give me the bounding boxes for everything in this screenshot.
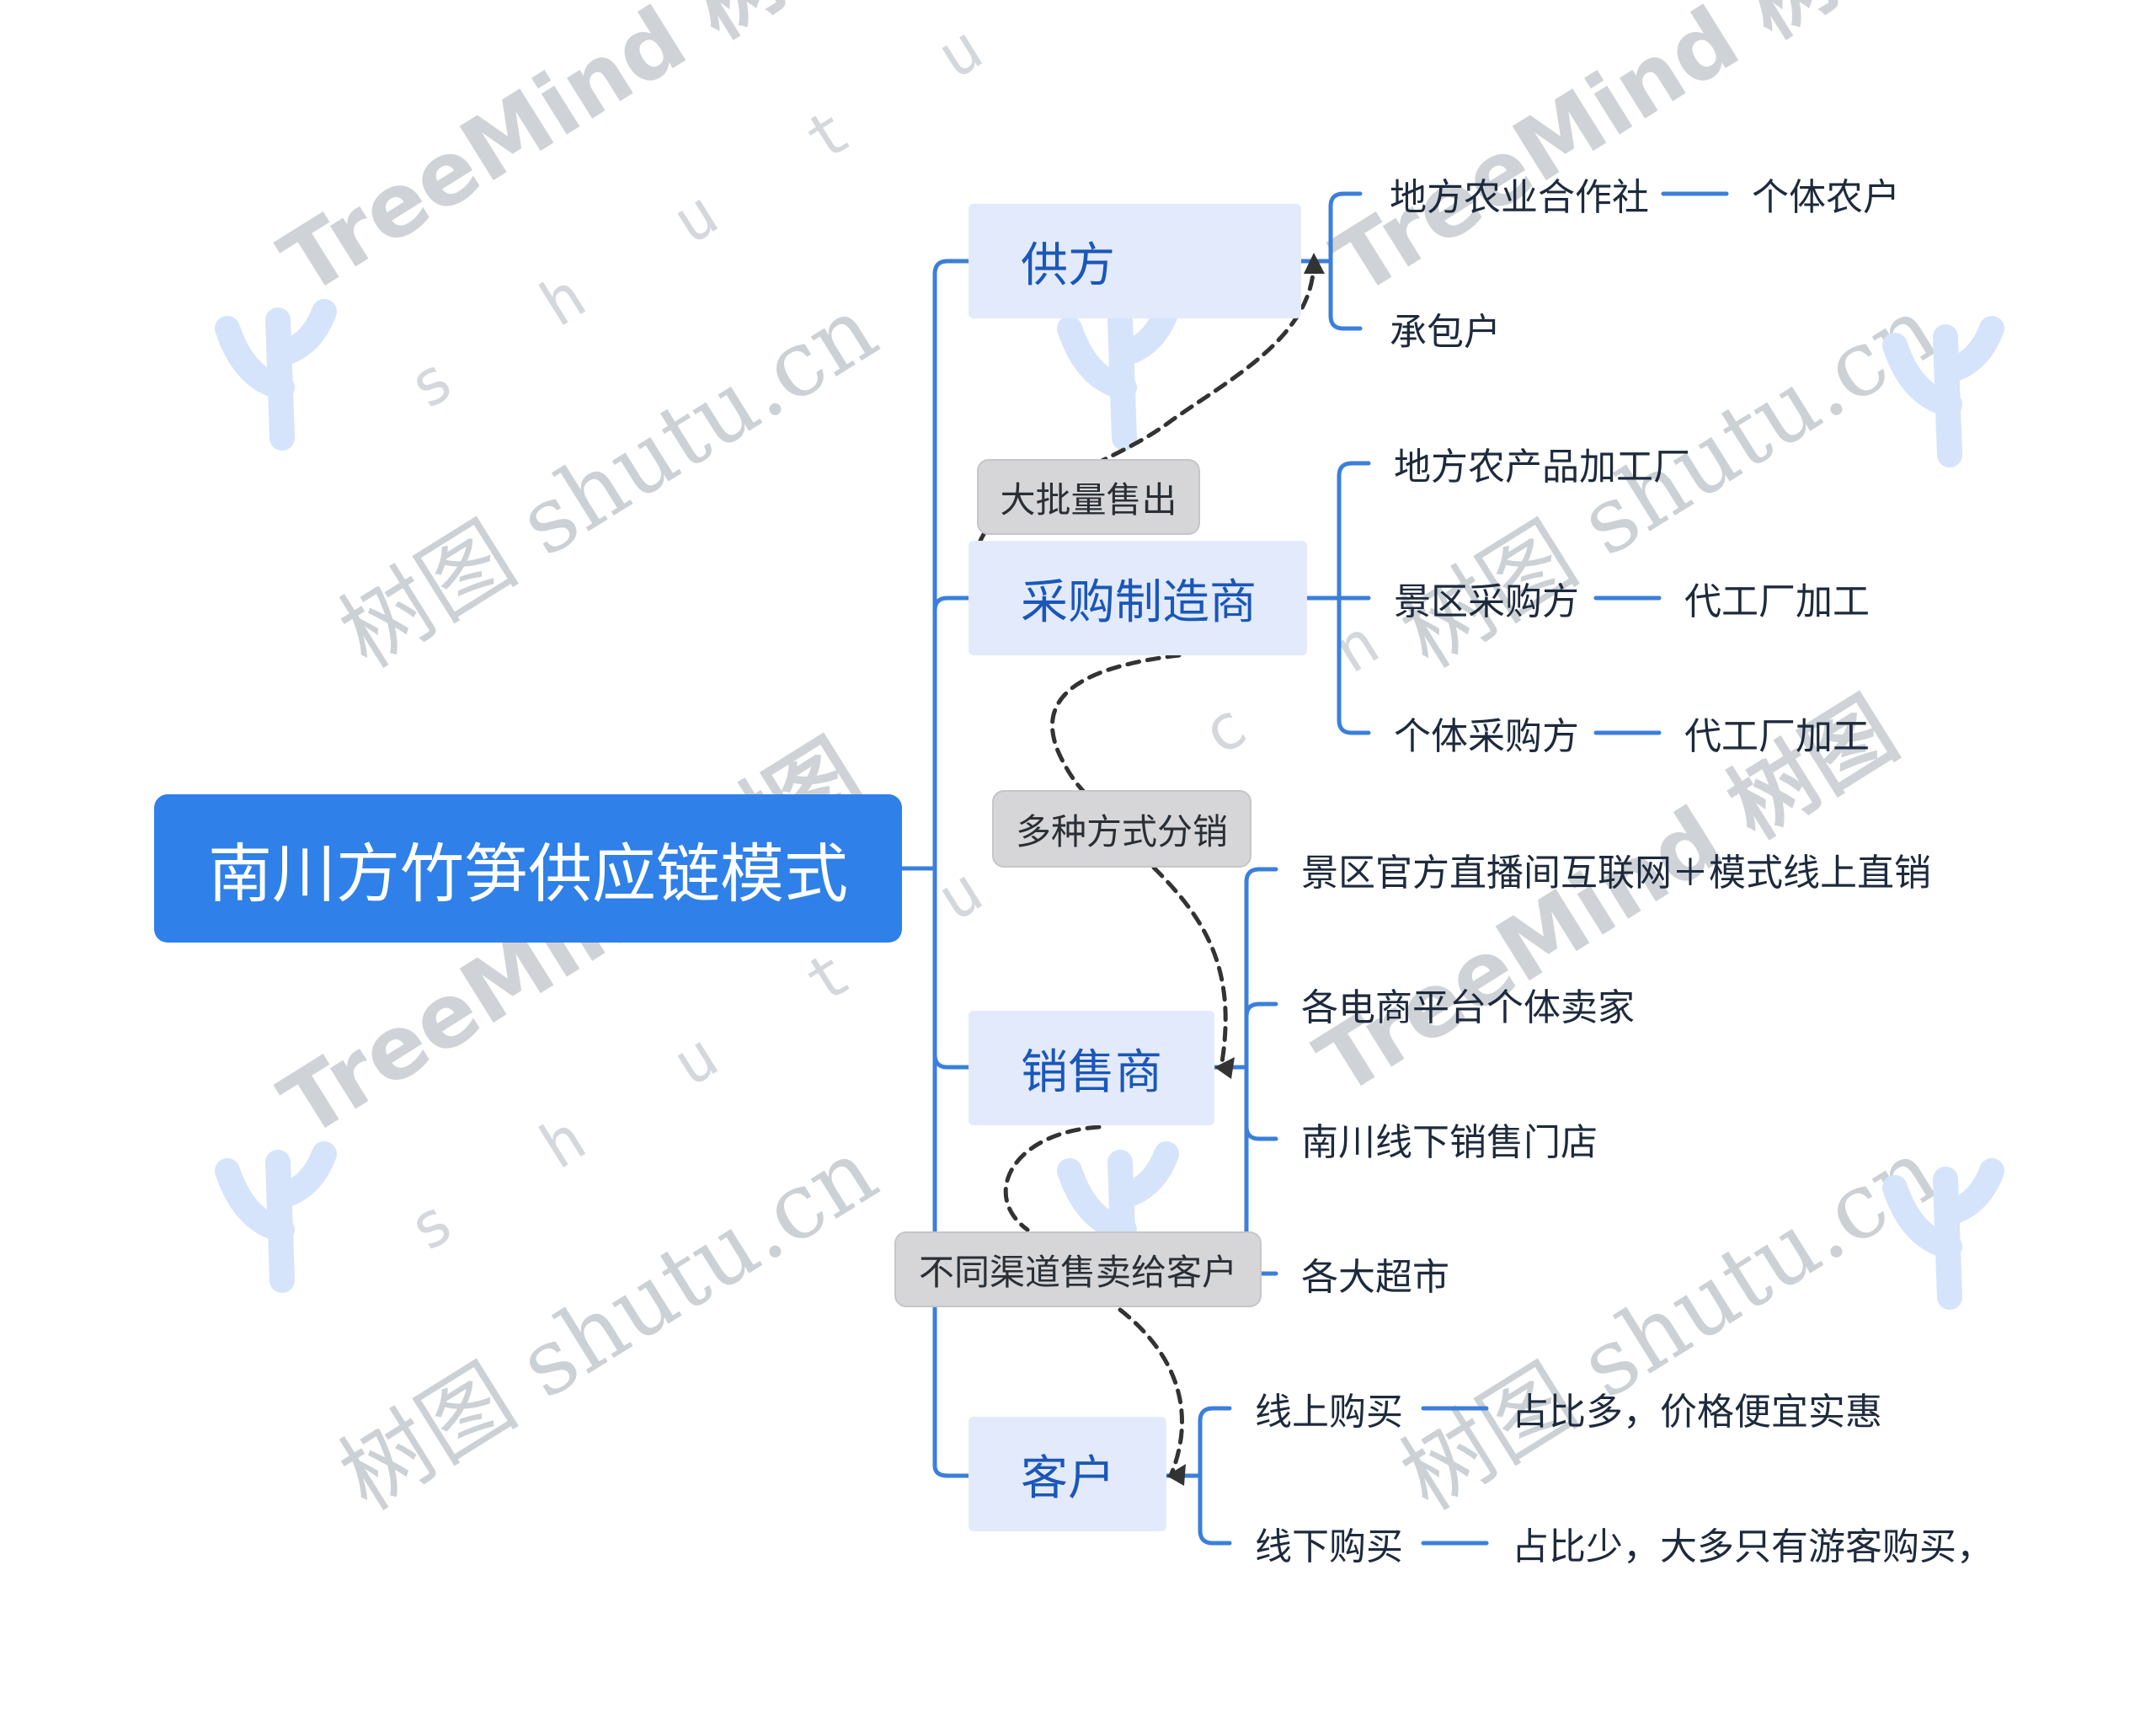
branch-label: 客户 [1021, 1450, 1115, 1506]
relation-arrowheads [1166, 253, 1325, 1486]
leaf-label: 线上购买 [1255, 1391, 1403, 1434]
connector-to-supplier [932, 259, 971, 1478]
branch-supplier[interactable]: 供方 [969, 204, 1301, 318]
leaf-detail-label: 占比多，价格便宜实惠 [1512, 1391, 1882, 1434]
arrowhead-icon [1304, 253, 1325, 274]
leaf-detail-label: 代工厂加工 [1684, 580, 1870, 623]
branch-customer[interactable]: 客户 [969, 1417, 1166, 1531]
leaf-label: 地方农业合作社 [1390, 176, 1649, 219]
relation-arrow-2 [1049, 653, 1228, 1070]
relation-arrow-3 [1003, 1124, 1184, 1478]
root-topic-label: 南川方竹笋供应链模式 [208, 836, 848, 911]
leaf-detail[interactable]: 代工厂加工 [1684, 703, 1870, 762]
root-topic[interactable]: 南川方竹笋供应链模式 [154, 794, 902, 943]
leaf-label: 景区官方直播间互联网＋模式线上直销 [1301, 852, 1931, 895]
branch-label: 销售商 [1021, 1044, 1162, 1100]
leaf-detail[interactable]: 代工厂加工 [1684, 569, 1870, 628]
relation-label-text: 不同渠道售卖给客户 [918, 1251, 1237, 1293]
leaf-detail-label: 个体农户 [1752, 176, 1900, 219]
relation-label[interactable]: 不同渠道售卖给客户 [894, 1231, 1262, 1307]
leaf-topic[interactable]: 线上购买 [1255, 1379, 1403, 1438]
leaf-topic[interactable]: 地方农产品加工厂 [1394, 434, 1690, 493]
branch-manufacturer[interactable]: 采购制造商 [969, 541, 1307, 655]
leaf-topic[interactable]: 线下购买 [1255, 1514, 1403, 1573]
leaf-detail-label: 占比少，大多只有游客购买， [1512, 1525, 1993, 1568]
connector-manufacturer-children [1305, 461, 1371, 735]
arrowhead-icon [1214, 1057, 1235, 1079]
leaf-label: 承包户 [1390, 311, 1501, 354]
leaf-label: 线下购买 [1255, 1525, 1403, 1568]
leaf-detail-label: 代工厂加工 [1684, 715, 1870, 758]
branch-seller[interactable]: 销售商 [969, 1011, 1214, 1125]
leaf-label: 个体采购方 [1394, 715, 1579, 758]
connector-to-seller [932, 1052, 971, 1070]
connector-to-manufacturer [932, 596, 971, 613]
leaf-label: 地方农产品加工厂 [1394, 446, 1690, 489]
relation-label-text: 大批量售出 [1000, 478, 1177, 521]
leaf-detail[interactable]: 占比多，价格便宜实惠 [1512, 1379, 1882, 1438]
leaf-detail[interactable]: 个体农户 [1752, 164, 1900, 223]
leaf-topic[interactable]: 各电商平台个体卖家 [1301, 975, 1635, 1034]
relation-label[interactable]: 大批量售出 [977, 459, 1200, 535]
leaf-label: 景区采购方 [1394, 580, 1579, 623]
relation-label-text: 多种方式分销 [1015, 810, 1228, 852]
branch-label: 供方 [1021, 238, 1115, 293]
leaf-topic[interactable]: 景区官方直播间互联网＋模式线上直销 [1301, 840, 1931, 899]
leaf-label: 南川线下销售门店 [1301, 1121, 1598, 1164]
leaf-topic[interactable]: 南川线下销售门店 [1301, 1109, 1598, 1168]
leaf-label: 各电商平台个体卖家 [1301, 986, 1635, 1029]
leaf-topic[interactable]: 各大超市 [1301, 1244, 1449, 1303]
leaf-topic[interactable]: 景区采购方 [1394, 569, 1579, 628]
leaf-topic[interactable]: 承包户 [1390, 299, 1501, 358]
branch-label: 采购制造商 [1021, 574, 1257, 630]
arrowhead-icon [1166, 1464, 1186, 1486]
leaf-topic[interactable]: 地方农业合作社 [1390, 164, 1649, 223]
relation-label[interactable]: 多种方式分销 [992, 790, 1251, 868]
leaf-label: 各大超市 [1301, 1256, 1449, 1299]
leaf-topic[interactable]: 个体采购方 [1394, 703, 1579, 762]
leaf-detail[interactable]: 占比少，大多只有游客购买， [1512, 1514, 1993, 1573]
